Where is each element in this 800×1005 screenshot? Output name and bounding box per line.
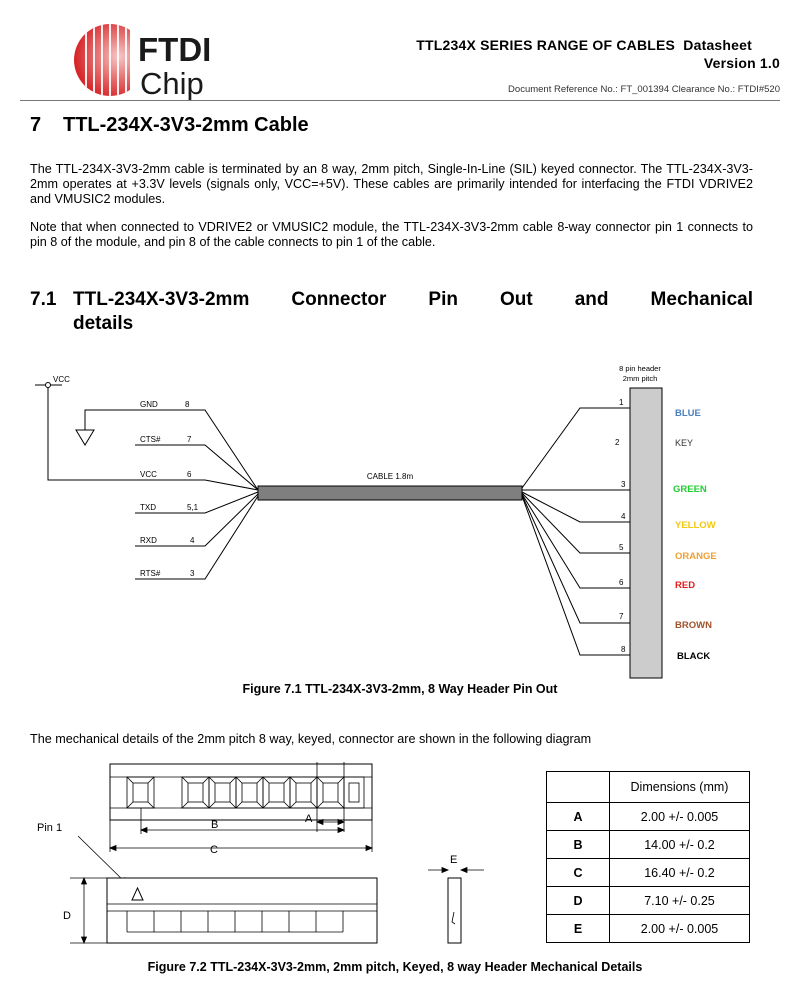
dimension-label: A <box>546 802 610 831</box>
wire-key: KEY <box>675 438 693 448</box>
wire-color-black: BLACK <box>677 651 710 662</box>
wire-color-green: GREEN <box>673 484 707 495</box>
connector-side-view <box>447 877 462 944</box>
signal-name: TXD <box>140 503 156 512</box>
connector-front-view <box>106 877 378 944</box>
table-row: E 2.00 +/- 0.005 <box>546 914 750 943</box>
pin-number: 3 <box>621 480 626 489</box>
section-title: TTL-234X-3V3-2mm Cable <box>63 114 309 136</box>
dim-label-c: C <box>210 844 218 856</box>
section-7-paragraph-2: Note that when connected to VDRIVE2 or V… <box>30 220 753 249</box>
pin-number: 8 <box>621 645 626 654</box>
mechanical-intro-text: The mechanical details of the 2mm pitch … <box>30 732 592 746</box>
section-7-paragraph-1: The TTL-234X-3V3-2mm cable is terminated… <box>30 162 753 206</box>
dimensions-table: Dimensions (mm) A 2.00 +/- 0.005 B 14.00… <box>546 771 750 943</box>
dimension-value: 7.10 +/- 0.25 <box>609 886 750 915</box>
ground-icon <box>75 429 95 446</box>
wire-color-red: RED <box>675 580 695 591</box>
section-number: 7 <box>30 114 42 136</box>
mechanical-drawing: A B C Pin 1 D E <box>37 762 484 945</box>
header-connector <box>629 387 663 679</box>
section-title-line-2: details <box>73 313 134 334</box>
pin-number: 1 <box>619 398 624 407</box>
left-signal-labels: GND 8 CTS# 7 VCC 6 TXD 5,1 RXD 4 RTS# 3 <box>140 400 199 578</box>
signal-pin: 8 <box>185 400 190 409</box>
table-row: C 16.40 +/- 0.2 <box>546 858 750 887</box>
logo-chip-text: Chip <box>140 66 204 101</box>
section-7-heading: 7 TTL-234X-3V3-2mm Cable <box>30 114 309 137</box>
signal-pin: 7 <box>187 435 192 444</box>
table-row: A 2.00 +/- 0.005 <box>546 802 750 831</box>
table-header-row: Dimensions (mm) <box>546 771 750 803</box>
table-header: Dimensions (mm) <box>609 771 750 803</box>
section-title-line-1: TTL-234X-3V3-2mm Connector Pin Out and M… <box>73 289 753 310</box>
pin-number: 4 <box>621 512 626 521</box>
table-row: D 7.10 +/- 0.25 <box>546 886 750 915</box>
dimension-value: 2.00 +/- 0.005 <box>609 914 750 943</box>
signal-name: VCC <box>140 470 157 479</box>
header-divider <box>20 100 780 101</box>
dimension-value: 14.00 +/- 0.2 <box>609 830 750 859</box>
pin-1-label: Pin 1 <box>37 822 62 834</box>
pin-number: 5 <box>619 543 624 552</box>
signal-pin: 6 <box>187 470 192 479</box>
dimension-label: D <box>546 886 610 915</box>
vcc-symbol-label: VCC <box>53 375 70 384</box>
dim-label-d: D <box>63 910 71 922</box>
figure-7-2-caption: Figure 7.2 TTL-234X-3V3-2mm, 2mm pitch, … <box>147 960 643 974</box>
dimension-value: 2.00 +/- 0.005 <box>609 802 750 831</box>
ftdi-chip-logo: FTDI Chip <box>74 22 230 104</box>
dimension-lines <box>108 762 374 852</box>
pin-number: 6 <box>619 578 624 587</box>
section-7-1-heading: 7.1 TTL-234X-3V3-2mm Connector Pin Out a… <box>30 288 753 336</box>
header-title: TTL234X SERIES RANGE OF CABLES Datasheet… <box>416 36 780 72</box>
header-pin-numbers: 1 2 3 4 5 6 7 8 <box>615 398 626 654</box>
dimension-value: 16.40 +/- 0.2 <box>609 858 750 887</box>
wire-color-orange: ORANGE <box>675 551 717 562</box>
signal-pin: 4 <box>190 536 195 545</box>
header-label-1: 8 pin header <box>619 364 661 373</box>
left-signal-lines <box>135 409 259 580</box>
series-title: TTL234X SERIES RANGE OF CABLES <box>416 37 676 53</box>
dimension-label: B <box>546 830 610 859</box>
section-number: 7.1 <box>30 289 57 310</box>
wire-color-blue: BLUE <box>675 408 701 419</box>
connector-top-view <box>109 763 373 821</box>
pin-number: 7 <box>619 612 624 621</box>
version: Version 1.0 <box>703 55 780 71</box>
right-wire-lines <box>521 407 630 656</box>
pin-1-triangle-marker <box>131 886 144 901</box>
vcc-node <box>45 382 51 388</box>
signal-name: CTS# <box>140 435 161 444</box>
dimension-label: C <box>546 858 610 887</box>
dimension-d <box>70 876 107 945</box>
signal-name: GND <box>140 400 158 409</box>
document-reference: Document Reference No.: FT_001394 Cleara… <box>508 84 780 95</box>
dim-label-b: B <box>211 819 218 831</box>
signal-pin: 3 <box>190 569 195 578</box>
dim-label-a: A <box>305 813 313 825</box>
figure-7-1-caption: Figure 7.1 TTL-234X-3V3-2mm, 8 Way Heade… <box>242 682 558 696</box>
signal-pin: 5,1 <box>187 503 199 512</box>
pinout-diagram: VCC GND 8 CTS# 7 VCC 6 TXD 5,1 RXD 4 RTS… <box>35 364 717 679</box>
wire-color-brown: BROWN <box>675 620 712 631</box>
wire-color-yellow: YELLOW <box>675 520 716 531</box>
logo-ftdi-text: FTDI <box>138 31 211 68</box>
dimension-e <box>428 866 484 874</box>
table-row: B 14.00 +/- 0.2 <box>546 830 750 859</box>
dimension-label: E <box>546 914 610 943</box>
wire-color-labels: BLUE KEY GREEN YELLOW ORANGE RED BROWN B… <box>673 408 717 662</box>
signal-name: RTS# <box>140 569 161 578</box>
dim-label-e: E <box>450 854 457 866</box>
cable-label: CABLE 1.8m <box>367 472 414 481</box>
cable-body <box>257 485 523 501</box>
front-view-cells <box>107 910 377 933</box>
doc-type: Datasheet <box>683 37 752 53</box>
header-label-2: 2mm pitch <box>623 374 658 383</box>
signal-name: RXD <box>140 536 157 545</box>
pin-number: 2 <box>615 438 620 447</box>
